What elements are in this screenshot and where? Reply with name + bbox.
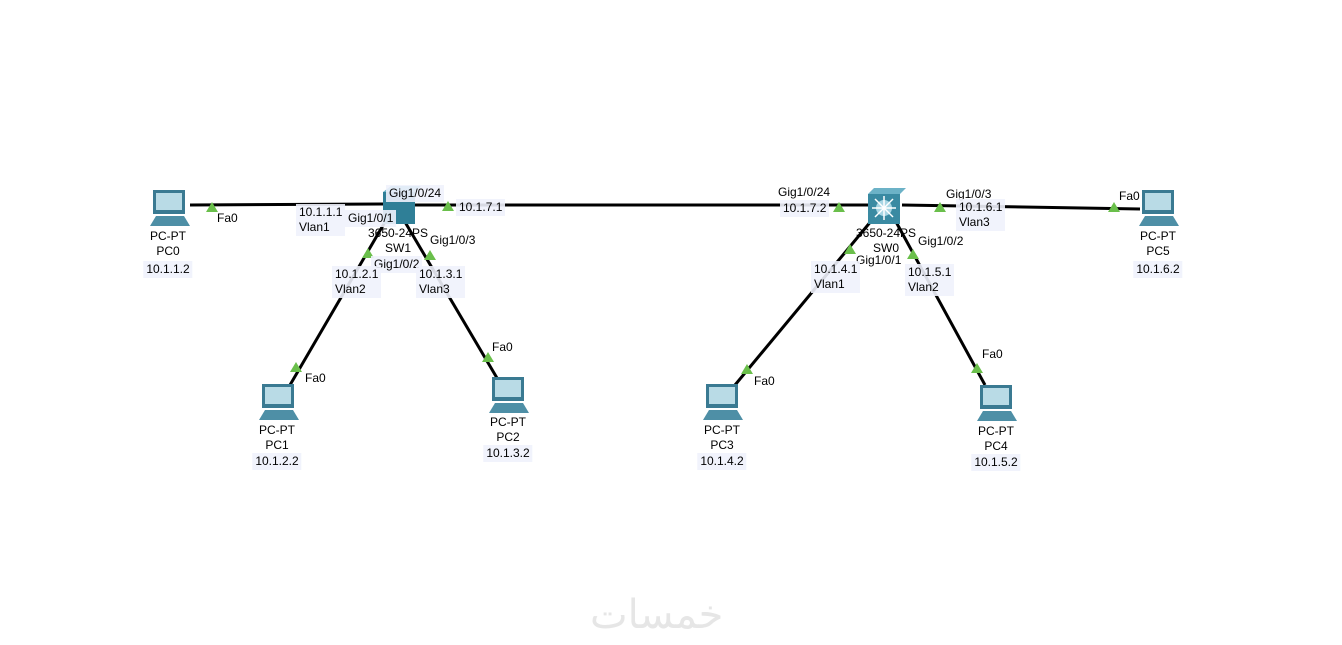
ip-label: 10.1.7.2 [780,200,830,217]
pc3-icon [703,384,743,420]
device-type: PC-PT [150,229,186,243]
link-sw0-pc3 [733,219,874,386]
device-name: PC4 [984,439,1008,453]
ip-label: 10.1.2.1 Vlan2 [332,266,382,298]
port-label: Fa0 [305,371,326,385]
device-name: PC5 [1146,244,1170,258]
device-type: 3650-24PS [367,226,429,240]
device-name: PC0 [156,244,180,258]
port-label: Gig1/0/2 [918,234,964,248]
device-ip: 10.1.1.2 [143,261,193,278]
ip-label: 10.1.3.1 Vlan3 [416,266,466,298]
port-label: Gig1/0/24 [386,185,445,202]
port-label: Fa0 [492,340,513,354]
device-type: PC-PT [978,424,1014,438]
device-type: 3650-24PS [855,226,917,240]
device-name: PC3 [710,438,734,452]
ip-label: 10.1.6.1 Vlan3 [956,199,1006,231]
port-label: Gig1/0/24 [778,185,831,199]
device-name: SW1 [384,241,412,255]
port-label: Gig1/0/1 [856,253,902,267]
device-name: SW0 [872,241,900,255]
device-name: PC2 [496,430,520,444]
device-type: PC-PT [490,415,526,429]
device-type: PC-PT [704,423,740,437]
port-label: Gig1/0/2 [371,256,423,273]
device-type: PC-PT [259,423,295,437]
port-label: Gig1/0/3 [946,187,992,201]
pc2-icon [489,377,529,413]
link-pc0-sw1 [189,202,384,207]
pc0-icon [150,190,190,226]
device-type: PC-PT [1140,229,1176,243]
link-sw1-pc2 [403,221,499,379]
device-ip: 10.1.4.2 [697,453,747,470]
ip-label: 10.1.4.1 Vlan1 [811,261,861,293]
link-sw0-pc4 [893,219,987,386]
port-label: Gig1/0/1 [345,210,397,227]
link-sw1-pc1 [288,221,387,386]
device-name: PC1 [265,438,289,452]
pc1-icon [259,384,299,420]
sw0-icon [868,188,906,224]
port-label: Fa0 [754,374,775,388]
device-ip: 10.1.6.2 [1133,261,1183,278]
ip-label: 10.1.5.1 Vlan2 [905,264,955,296]
watermark-logo: خمسات [590,592,724,638]
port-label: Gig1/0/3 [430,233,476,247]
device-ip: 10.1.5.2 [971,454,1021,471]
port-label: Fa0 [1119,189,1140,203]
device-ip: 10.1.3.2 [483,445,533,462]
port-label: Fa0 [217,211,238,225]
device-ip: 10.1.2.2 [252,453,302,470]
pc5-icon [1139,190,1179,226]
ip-label: 10.1.1.1 Vlan1 [296,204,346,236]
pc4-icon [977,385,1017,421]
pc-icons [150,190,1179,421]
port-status-indicators [206,201,1120,374]
ip-label: 10.1.7.1 [456,199,506,216]
port-label: Fa0 [982,347,1003,361]
